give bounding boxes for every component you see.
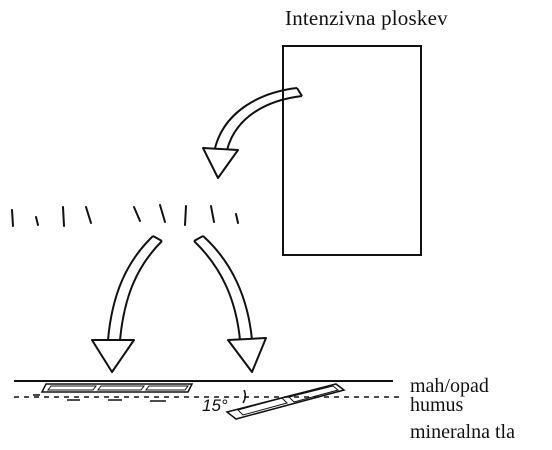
layer-label-moss-litter: mah/opad (410, 375, 489, 397)
sample-tick-row (11, 204, 239, 227)
horizontal-sample-frame (33, 383, 194, 402)
arrow-plot-to-sample-icon (202, 87, 303, 179)
arrow-right-down-icon (193, 235, 267, 373)
layer-label-humus: humus (410, 394, 464, 416)
layer-label-mineral-soil: mineralna tla (410, 421, 515, 443)
arrow-left-down-icon (91, 235, 163, 373)
plot-square (282, 45, 422, 256)
tilted-sample-frame (225, 383, 346, 420)
plot-title: Intenzivna ploskev (285, 6, 448, 30)
angle-label: 15° (202, 396, 228, 415)
angle-arc-icon (242, 389, 247, 404)
